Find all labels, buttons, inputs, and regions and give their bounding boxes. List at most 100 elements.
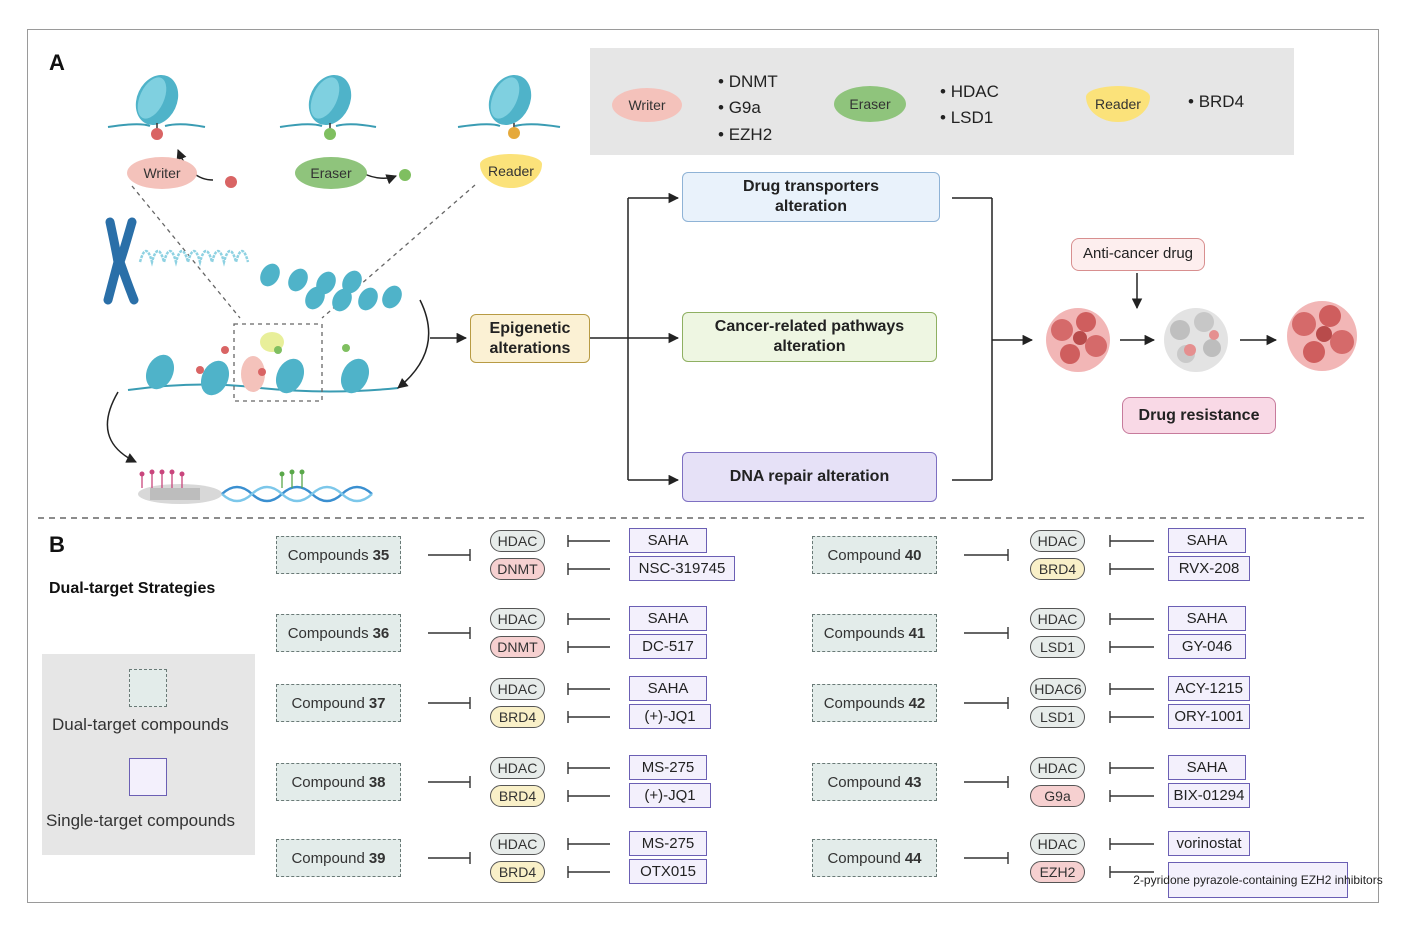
legend-eraser-item: • LSD1 (940, 108, 994, 127)
compound-prefix: Compounds (823, 694, 905, 712)
nucleosome-eraser-icon (279, 74, 411, 185)
single-target-drug: SAHA (629, 528, 707, 553)
compound-prefix: Compound (291, 694, 365, 712)
compound-number: 42 (908, 694, 926, 712)
target-badge: BRD4 (490, 706, 545, 728)
single-target-drug: MS-275 (629, 831, 707, 856)
dna-repair-box: DNA repair alteration (682, 452, 937, 502)
target-badge: HDAC (490, 530, 545, 552)
single-target-drug: ACY-1215 (1168, 676, 1250, 701)
legend-reader-item: • BRD4 (1188, 92, 1245, 111)
compound-prefix: Compound (291, 773, 365, 791)
eraser-enzyme-label: Eraser (295, 157, 367, 189)
legend-writer-item: • G9a (718, 98, 761, 117)
compound-number: 38 (368, 773, 386, 791)
nucleosome-writer-icon (107, 74, 237, 188)
compound-number: 44 (904, 849, 922, 867)
epigenetic-alterations-box: Epigenetic alterations (470, 314, 590, 363)
dual-target-swatch (129, 669, 167, 707)
compound-number: 35 (372, 546, 390, 564)
panel-b-letter: B (49, 532, 65, 557)
single-target-drug: SAHA (629, 676, 707, 701)
target-badge: HDAC6 (1030, 678, 1086, 700)
target-badge: HDAC (1030, 833, 1085, 855)
anticancer-drug-label: Anti-cancer drug (1071, 238, 1205, 271)
dual-target-legend-label: Dual-target compounds (52, 715, 229, 734)
single-target-drug: (+)-JQ1 (629, 704, 711, 729)
compound-number: 43 (904, 773, 922, 791)
compound-prefix: Compounds (287, 624, 369, 642)
target-badge: DNMT (490, 636, 545, 658)
target-badge: HDAC (1030, 757, 1085, 779)
compound-prefix: Compound (827, 546, 901, 564)
drug-resistance-label: Drug resistance (1122, 397, 1276, 434)
legend-eraser-item: • HDAC (940, 82, 999, 101)
single-target-legend-label: Single-target compounds (46, 811, 236, 830)
compound-prefix: Compound (827, 849, 901, 867)
target-badge: HDAC (490, 757, 545, 779)
target-badge: DNMT (490, 558, 545, 580)
single-target-drug: SAHA (1168, 755, 1246, 780)
target-badge: LSD1 (1030, 636, 1085, 658)
target-badge: HDAC (490, 678, 545, 700)
writer-enzyme-label: Writer (127, 157, 197, 189)
single-target-drug: SAHA (1168, 606, 1246, 631)
strategies-title: Dual-target Strategies (49, 580, 216, 597)
target-badge: LSD1 (1030, 706, 1085, 728)
single-target-drug: BIX-01294 (1168, 783, 1250, 808)
target-badge: G9a (1030, 785, 1085, 807)
single-target-drug: (+)-JQ1 (629, 783, 711, 808)
single-target-drug: DC-517 (629, 634, 707, 659)
single-target-drug: 2-pyridone pyrazole-containing EZH2 inhi… (1133, 862, 1383, 898)
legend-writer-item: • DNMT (718, 72, 778, 91)
target-badge: HDAC (1030, 608, 1085, 630)
legend-eraser-badge: Eraser (834, 86, 906, 122)
compound-number: 37 (368, 694, 386, 712)
enzyme-legend (590, 48, 1294, 155)
treated-tumor-icon (1164, 308, 1228, 372)
resistant-tumor-icon (1287, 301, 1357, 371)
compound-prefix: Compounds (823, 624, 905, 642)
chromosome-icon (103, 217, 139, 305)
target-badge: EZH2 (1030, 861, 1085, 883)
drug-transporters-box: Drug transporters alteration (682, 172, 940, 222)
single-target-drug: GY-046 (1168, 634, 1246, 659)
single-target-drug: SAHA (1168, 528, 1246, 553)
single-target-drug: SAHA (629, 606, 707, 631)
target-badge: BRD4 (490, 785, 545, 807)
tumor-cluster-icon (1046, 308, 1110, 372)
target-badge: HDAC (490, 833, 545, 855)
compound-number: 36 (372, 624, 390, 642)
compound-prefix: Compound (291, 849, 365, 867)
panel-a-letter: A (49, 50, 65, 75)
target-badge: BRD4 (490, 861, 545, 883)
target-badge: HDAC (490, 608, 545, 630)
compound-prefix: Compound (827, 773, 901, 791)
cancer-pathways-box: Cancer-related pathways alteration (682, 312, 937, 362)
single-target-drug: OTX015 (629, 859, 707, 884)
compound-number: 40 (904, 546, 922, 564)
single-target-drug: MS-275 (629, 755, 707, 780)
nucleosome-reader-icon (457, 74, 561, 139)
legend-writer-badge: Writer (612, 88, 682, 122)
legend-writer-item: • EZH2 (718, 125, 773, 144)
compound-number: 41 (908, 624, 926, 642)
single-target-drug: ORY-1001 (1168, 704, 1250, 729)
single-target-drug: NSC-319745 (629, 556, 735, 581)
single-target-drug: RVX-208 (1168, 556, 1250, 581)
legend-reader-badge: Reader (1086, 86, 1150, 122)
compound-number: 39 (368, 849, 386, 867)
target-badge: HDAC (1030, 530, 1085, 552)
single-target-drug: vorinostat (1168, 831, 1250, 856)
compound-prefix: Compounds (287, 546, 369, 564)
